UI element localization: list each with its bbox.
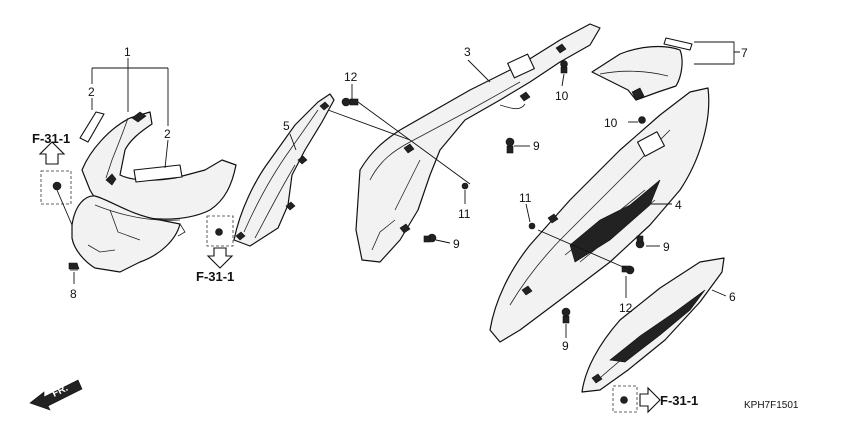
callout-6: 6 bbox=[729, 290, 736, 304]
callout-5: 5 bbox=[283, 119, 290, 133]
part-rear-center-cover bbox=[71, 111, 237, 273]
leader-lines bbox=[73, 41, 740, 338]
bolt-9-lower bbox=[561, 307, 571, 324]
part-lower-side-cover-6 bbox=[581, 257, 725, 393]
ref-arrow-right-bottom bbox=[639, 386, 661, 414]
callout-9-center: 9 bbox=[453, 237, 460, 251]
bolt-11-right bbox=[528, 222, 536, 230]
bolt-group-center-left bbox=[206, 215, 234, 247]
front-direction-arrow: FR. bbox=[29, 379, 83, 411]
part-main-side-cover-4 bbox=[489, 87, 710, 343]
part-strip-right bbox=[133, 164, 183, 183]
bolt-group-bottom-right bbox=[612, 385, 638, 413]
part-strip-left bbox=[79, 111, 105, 143]
part-inner-frame-panel bbox=[233, 93, 335, 247]
callout-12-lower: 12 bbox=[619, 301, 633, 315]
callout-1: 1 bbox=[124, 45, 131, 59]
callout-10-top: 10 bbox=[555, 89, 569, 103]
bolt-group-left bbox=[40, 170, 73, 226]
reference-label-top-left: F-31-1 bbox=[32, 131, 70, 146]
part-tail-cover-7 bbox=[591, 37, 693, 101]
callout-2-left: 2 bbox=[88, 85, 95, 99]
bolt-11-center bbox=[461, 182, 469, 190]
callout-9-right: 9 bbox=[663, 240, 670, 254]
callout-3: 3 bbox=[464, 45, 471, 59]
reference-label-bottom-right: F-31-1 bbox=[660, 393, 698, 408]
ref-arrow-up-left bbox=[38, 141, 66, 165]
ref-arrow-down-center bbox=[206, 247, 234, 269]
bolt-10-right bbox=[638, 116, 646, 124]
callout-4: 4 bbox=[675, 198, 682, 212]
callout-12-top: 12 bbox=[344, 70, 358, 84]
drawing-code: KPH7F1501 bbox=[744, 400, 799, 411]
part-clip-8 bbox=[68, 262, 80, 271]
bolt-10-top bbox=[560, 60, 568, 74]
callout-9-lower: 9 bbox=[562, 339, 569, 353]
bolt-12-top bbox=[341, 97, 359, 107]
callout-11-center: 11 bbox=[458, 207, 471, 221]
callout-7: 7 bbox=[741, 46, 748, 60]
callout-9-upper: 9 bbox=[533, 139, 540, 153]
callout-11-right: 11 bbox=[519, 191, 532, 205]
callout-8: 8 bbox=[70, 287, 77, 301]
bolt-9-center bbox=[423, 233, 437, 243]
reference-label-bottom-left: F-31-1 bbox=[196, 269, 234, 284]
callout-2-right: 2 bbox=[164, 127, 171, 141]
callout-10-right: 10 bbox=[604, 116, 618, 130]
bolt-9-right bbox=[635, 235, 645, 249]
part-side-frame-3 bbox=[355, 23, 601, 263]
bolt-9-upper bbox=[505, 137, 515, 154]
